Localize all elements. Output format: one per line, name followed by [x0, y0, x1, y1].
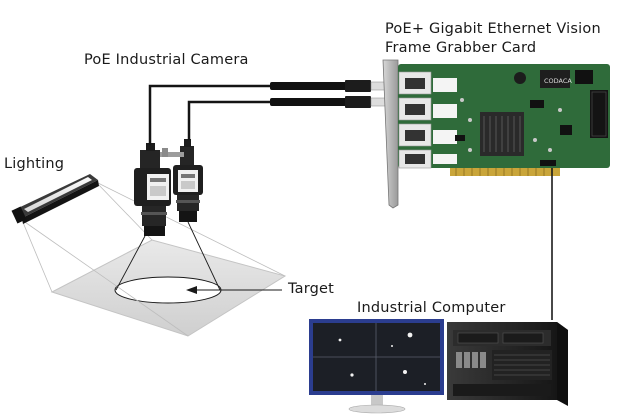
- camera-left: [134, 143, 171, 236]
- ethernet-cables: [148, 80, 386, 146]
- camera-fov-lines: [115, 221, 221, 291]
- target-arrow: [186, 286, 282, 294]
- camera-bracket: [160, 148, 184, 157]
- frame-grabber-card: CODACA: [382, 59, 610, 209]
- frame-grabber-label-line2: Frame Grabber Card: [385, 40, 537, 56]
- screen-dots: [338, 332, 426, 385]
- industrial-computer-case: [447, 322, 568, 406]
- monitor: [309, 319, 444, 414]
- light-bar: [11, 174, 99, 224]
- industrial-computer-label: Industrial Computer: [357, 300, 506, 316]
- frame-grabber-label-line1: PoE+ Gigabit Ethernet Vision: [385, 21, 601, 37]
- target-plane: [50, 239, 287, 337]
- pcie-edge: [450, 168, 560, 176]
- camera-label: PoE Industrial Camera: [84, 52, 249, 68]
- camera-right: [173, 139, 203, 222]
- card-brand: CODACA: [544, 77, 572, 85]
- light-beam-lines: [21, 181, 286, 337]
- lighting-label: Lighting: [4, 156, 65, 172]
- target-label: Target: [288, 281, 335, 297]
